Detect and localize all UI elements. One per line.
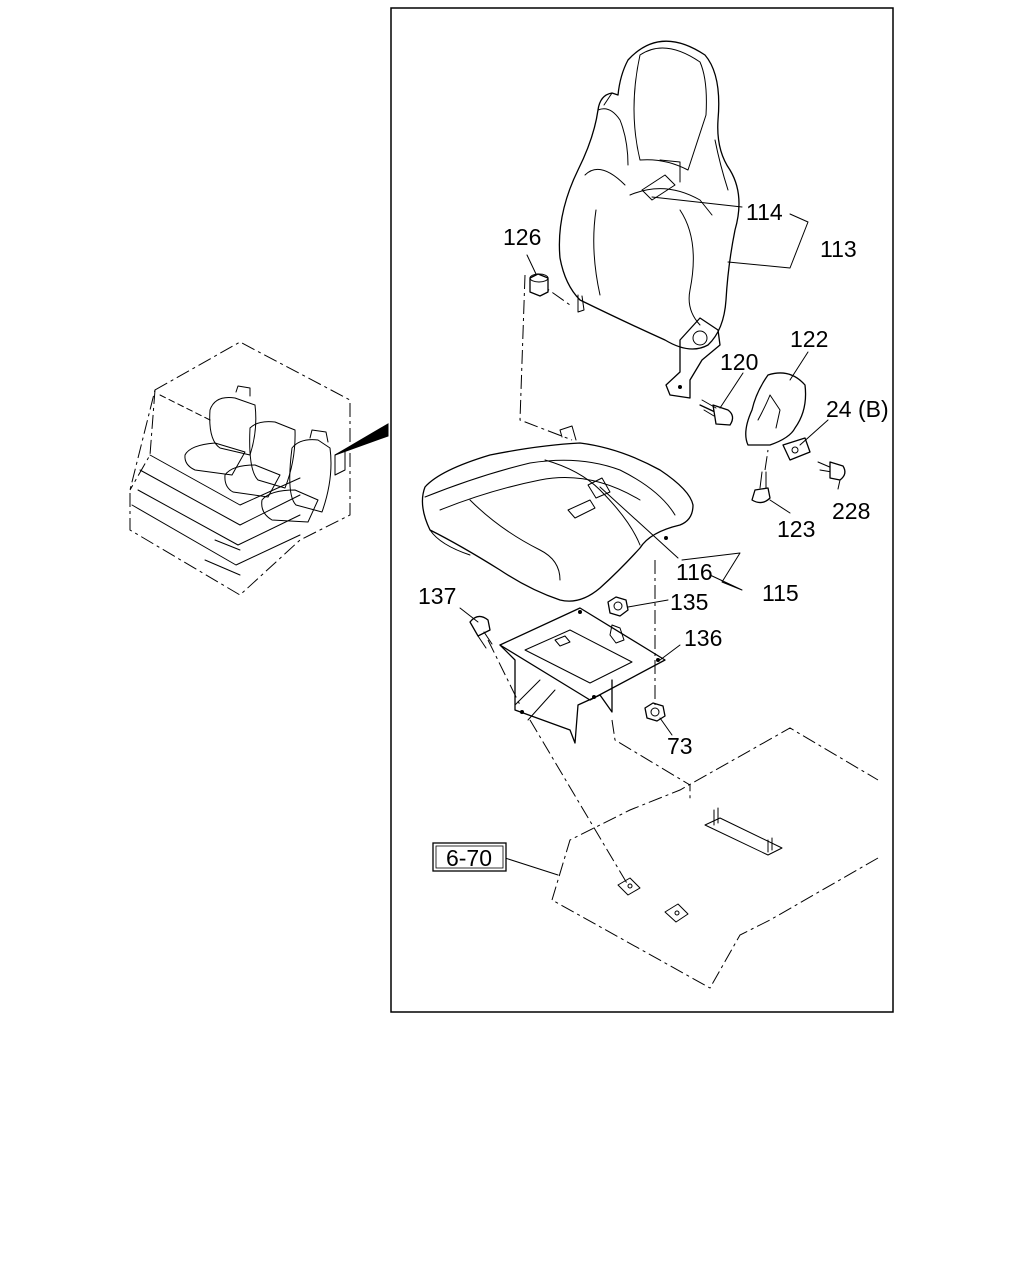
seat-back bbox=[558, 40, 740, 399]
leader-lines bbox=[459, 196, 841, 876]
reference-label: 6-70 bbox=[446, 845, 492, 871]
nut-73 bbox=[644, 702, 666, 722]
diagram-frame bbox=[390, 7, 894, 1013]
bolt-120 bbox=[699, 399, 734, 426]
callout-116: 116 bbox=[676, 559, 713, 585]
nut-135 bbox=[607, 596, 629, 644]
side-cover bbox=[745, 372, 807, 446]
cap-126 bbox=[529, 273, 549, 297]
callout-73: 73 bbox=[667, 733, 693, 759]
bolt-137 bbox=[469, 615, 493, 649]
callout-137: 137 bbox=[418, 583, 456, 609]
callout-136: 136 bbox=[684, 625, 722, 651]
callout-24b: 24 (B) bbox=[826, 396, 889, 422]
callout-115: 115 bbox=[762, 580, 799, 606]
callout-114: 114 bbox=[746, 199, 783, 225]
bolt-228 bbox=[817, 461, 846, 481]
spacer-24b bbox=[782, 437, 811, 461]
callout-113: 113 bbox=[820, 236, 857, 262]
callout-122: 122 bbox=[790, 326, 828, 352]
bolt-123 bbox=[751, 449, 771, 504]
callout-123: 123 bbox=[777, 516, 815, 542]
seat-bracket bbox=[499, 607, 666, 744]
detail-pointer bbox=[334, 423, 389, 456]
cab-overview bbox=[129, 341, 389, 596]
callout-135: 135 bbox=[670, 589, 708, 615]
callout-228: 228 bbox=[832, 498, 870, 524]
callout-126: 126 bbox=[503, 224, 541, 250]
seat-cushion bbox=[421, 425, 694, 602]
callout-120: 120 bbox=[720, 349, 758, 375]
floor-panel bbox=[551, 727, 879, 989]
assembly-lines bbox=[487, 274, 691, 886]
reference-box bbox=[432, 842, 507, 872]
